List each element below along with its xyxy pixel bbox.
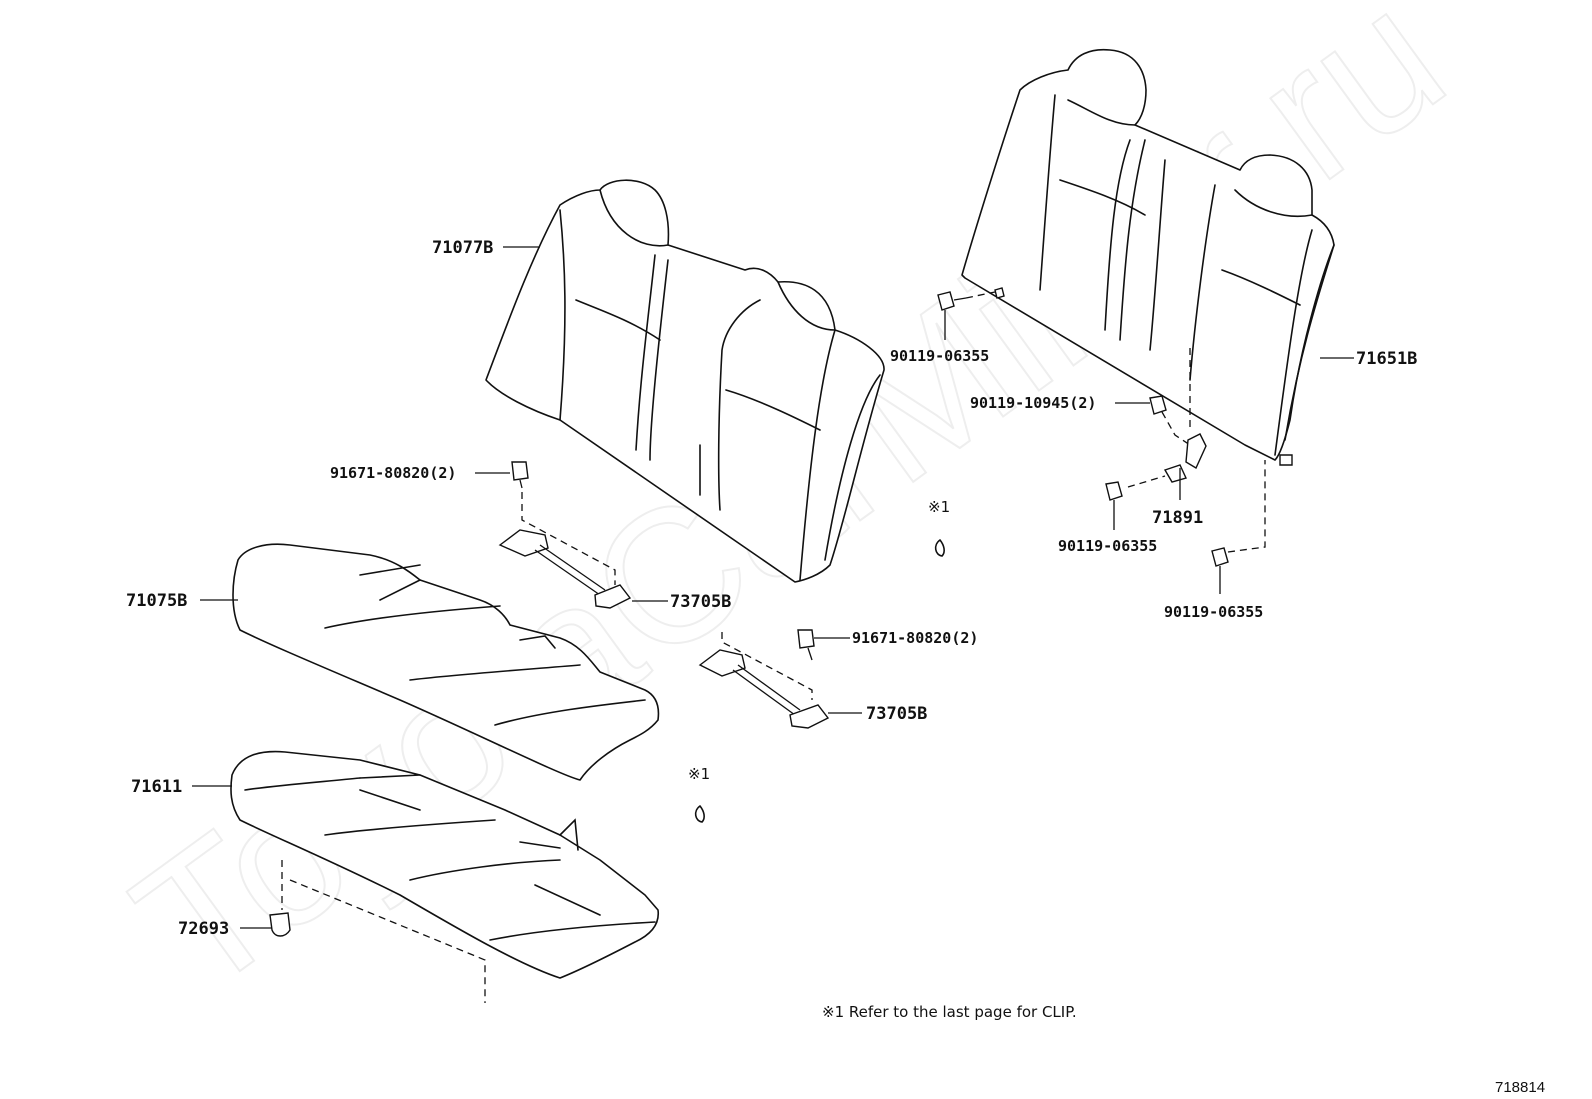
clip-ref-upper: ※1 — [928, 498, 950, 516]
label-90119-10945: 90119-10945(2) — [970, 394, 1096, 412]
right-fasteners-drawing — [937, 287, 1293, 567]
seatback-left-drawing — [485, 179, 885, 583]
label-90119-06355-d: 90119-06355 — [1164, 603, 1263, 621]
label-71075B: 71075B — [126, 591, 187, 611]
clip-72693-drawing — [269, 860, 486, 1003]
label-71077B: 71077B — [432, 238, 493, 258]
cushion-pad-drawing — [230, 750, 660, 979]
footnote: ※1 Refer to the last page for CLIP. — [822, 1003, 1077, 1021]
label-71651B: 71651B — [1356, 349, 1417, 369]
label-90119-06355-a: 90119-06355 — [890, 347, 989, 365]
figure-code: 718814 — [1495, 1079, 1545, 1096]
label-91671-80820-upper: 91671-80820(2) — [330, 464, 456, 482]
cushion-cover-drawing — [232, 543, 660, 781]
label-71891: 71891 — [1152, 508, 1203, 528]
hinge-lower-drawing — [698, 629, 830, 729]
clip-mark-upper-icon — [934, 539, 945, 557]
label-72693: 72693 — [178, 919, 229, 939]
label-73705B-lower: 73705B — [866, 704, 927, 724]
hinge-upper-drawing — [498, 461, 632, 609]
label-90119-06355-c: 90119-06355 — [1058, 537, 1157, 555]
seatback-right-drawing — [961, 48, 1335, 461]
label-leaders — [192, 246, 1354, 929]
label-91671-80820-lower: 91671-80820(2) — [852, 629, 978, 647]
clip-mark-lower-icon — [694, 805, 705, 823]
label-73705B-upper: 73705B — [670, 592, 731, 612]
clip-ref-lower: ※1 — [688, 765, 710, 783]
label-71611: 71611 — [131, 777, 182, 797]
